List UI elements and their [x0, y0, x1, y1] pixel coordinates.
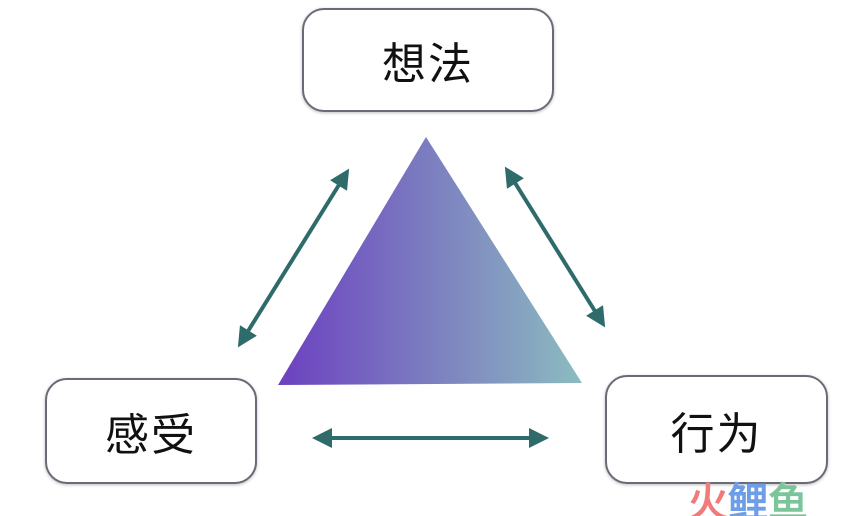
watermark-char: 火 — [688, 480, 728, 516]
node-behavior: 行为 — [605, 375, 828, 484]
node-thought-label: 想法 — [382, 39, 474, 90]
arrow-thought-behavior — [504, 166, 606, 328]
node-feeling-label: 感受 — [105, 410, 197, 461]
node-feeling: 感受 — [45, 378, 257, 484]
arrow-feeling-thought — [237, 168, 350, 348]
center-triangle — [278, 137, 582, 385]
watermark-char: 鱼 — [768, 480, 808, 516]
node-thought: 想法 — [302, 8, 554, 112]
node-behavior-label: 行为 — [670, 408, 763, 460]
watermark-char: 鲤 — [728, 480, 768, 516]
watermark-logo: 火 鲤 鱼 — [688, 470, 808, 516]
